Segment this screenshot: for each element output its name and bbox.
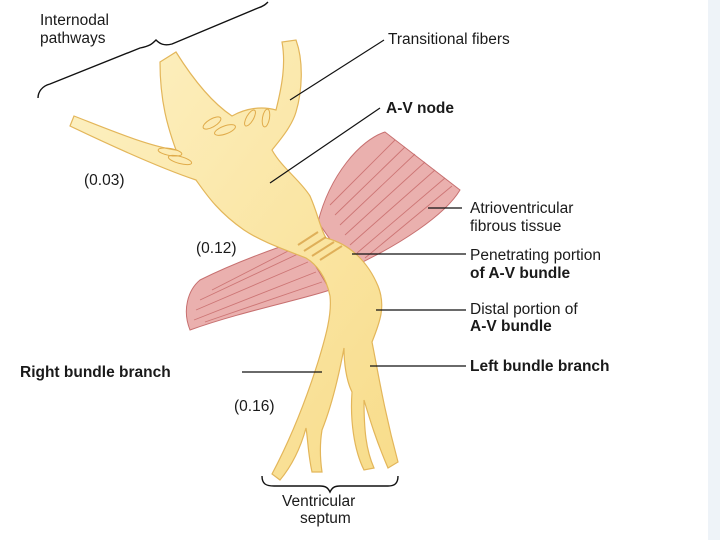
label-internodal-line1: Internodal	[40, 12, 109, 29]
conduction-tissue	[69, 39, 399, 481]
label-av-node: A-V node	[386, 100, 455, 117]
leader-lines	[242, 39, 466, 373]
label-right-bundle-branch: Right bundle branch	[20, 364, 171, 381]
av-fibrous-tissue-lower	[185, 239, 331, 331]
label-septum-line2: septum	[300, 510, 351, 527]
label-left-bundle-branch: Left bundle branch	[470, 358, 610, 375]
label-distal-line1: Distal portion of	[470, 301, 578, 318]
label-av-fibrous-line2: fibrous tissue	[470, 218, 562, 235]
label-transitional-fibers: Transitional fibers	[388, 31, 510, 48]
label-penetrating-line1: Penetrating portion	[470, 247, 601, 264]
label-time-003: (0.03)	[84, 172, 125, 189]
leader-av-node	[269, 107, 381, 184]
right-edge-strip	[708, 0, 720, 540]
label-penetrating-line2: of A-V bundle	[470, 265, 571, 282]
internodal-bracket	[37, 1, 269, 99]
label-internodal-line2: pathways	[40, 30, 106, 47]
septum-bracket	[261, 475, 399, 494]
label-distal-line2: A-V bundle	[470, 318, 552, 335]
leader-transitional	[289, 39, 385, 101]
label-time-016: (0.16)	[234, 398, 275, 415]
label-time-012: (0.12)	[196, 240, 237, 257]
label-av-fibrous-line1: Atrioventricular	[470, 200, 574, 217]
av-fibrous-tissue-upper	[317, 131, 461, 269]
label-septum-line1: Ventricular	[282, 493, 356, 510]
